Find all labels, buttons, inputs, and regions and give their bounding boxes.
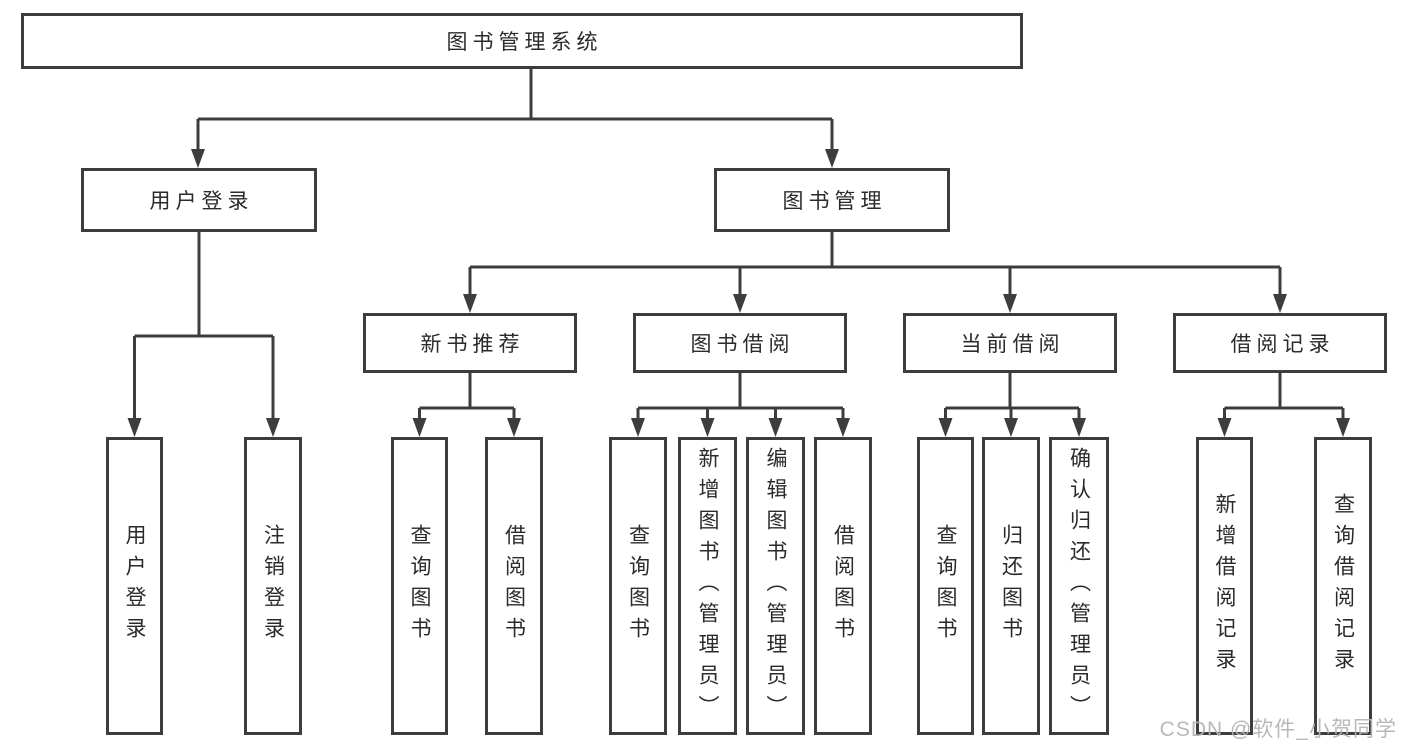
leaf-logout: 注销登录: [244, 437, 302, 735]
leaf-add-borrow-record: 新增借阅记录: [1196, 437, 1253, 735]
edge-records-to-leaves: [1223, 373, 1345, 420]
node-library-system: 图书管理系统: [21, 13, 1023, 69]
leaf-query-borrow-record: 查询借阅记录: [1314, 437, 1372, 735]
node-book-borrowing-label: 图书借阅: [690, 333, 795, 356]
leaf-borrow-books-recommend: 借阅图书: [485, 437, 543, 735]
node-new-book-recommend-label: 新书推荐: [420, 333, 525, 356]
leaf-edit-books-admin: 编辑图书（管理员）: [746, 437, 805, 735]
leaf-query-books-borrowing: 查询图书: [609, 437, 667, 735]
node-current-borrowing: 当前借阅: [903, 313, 1117, 373]
leaf-add-books-admin: 新增图书（管理员）: [678, 437, 737, 735]
edge-bookmgmt-to-level3: [468, 232, 1282, 296]
node-book-borrowing: 图书借阅: [633, 313, 847, 373]
csdn-watermark: CSDN @软件_小贺同学: [1159, 718, 1397, 741]
node-user-login-label: 用户登录: [149, 190, 254, 213]
arrowheads: [127, 149, 1350, 437]
edge-userlogin-to-leaves: [133, 232, 275, 420]
node-new-book-recommend: 新书推荐: [363, 313, 577, 373]
edge-borrowing-to-leaves: [636, 373, 845, 420]
edge-root-to-level2: [196, 69, 834, 151]
edge-current-to-leaves: [944, 373, 1081, 420]
leaf-borrow-books-borrowing: 借阅图书: [814, 437, 872, 735]
node-borrow-records-label: 借阅记录: [1230, 333, 1335, 356]
node-borrow-records: 借阅记录: [1173, 313, 1387, 373]
node-book-management-label: 图书管理: [782, 190, 887, 213]
node-book-management: 图书管理: [714, 168, 950, 232]
node-user-login: 用户登录: [81, 168, 317, 232]
node-current-borrowing-label: 当前借阅: [960, 333, 1065, 356]
edge-recommend-to-leaves: [418, 373, 516, 420]
leaf-return-books: 归还图书: [982, 437, 1040, 735]
node-library-system-label: 图书管理系统: [446, 31, 603, 54]
leaf-query-books-current: 查询图书: [917, 437, 974, 735]
leaf-confirm-return-admin: 确认归还（管理员）: [1049, 437, 1109, 735]
leaf-query-books-recommend: 查询图书: [391, 437, 448, 735]
leaf-user-login: 用户登录: [106, 437, 163, 735]
